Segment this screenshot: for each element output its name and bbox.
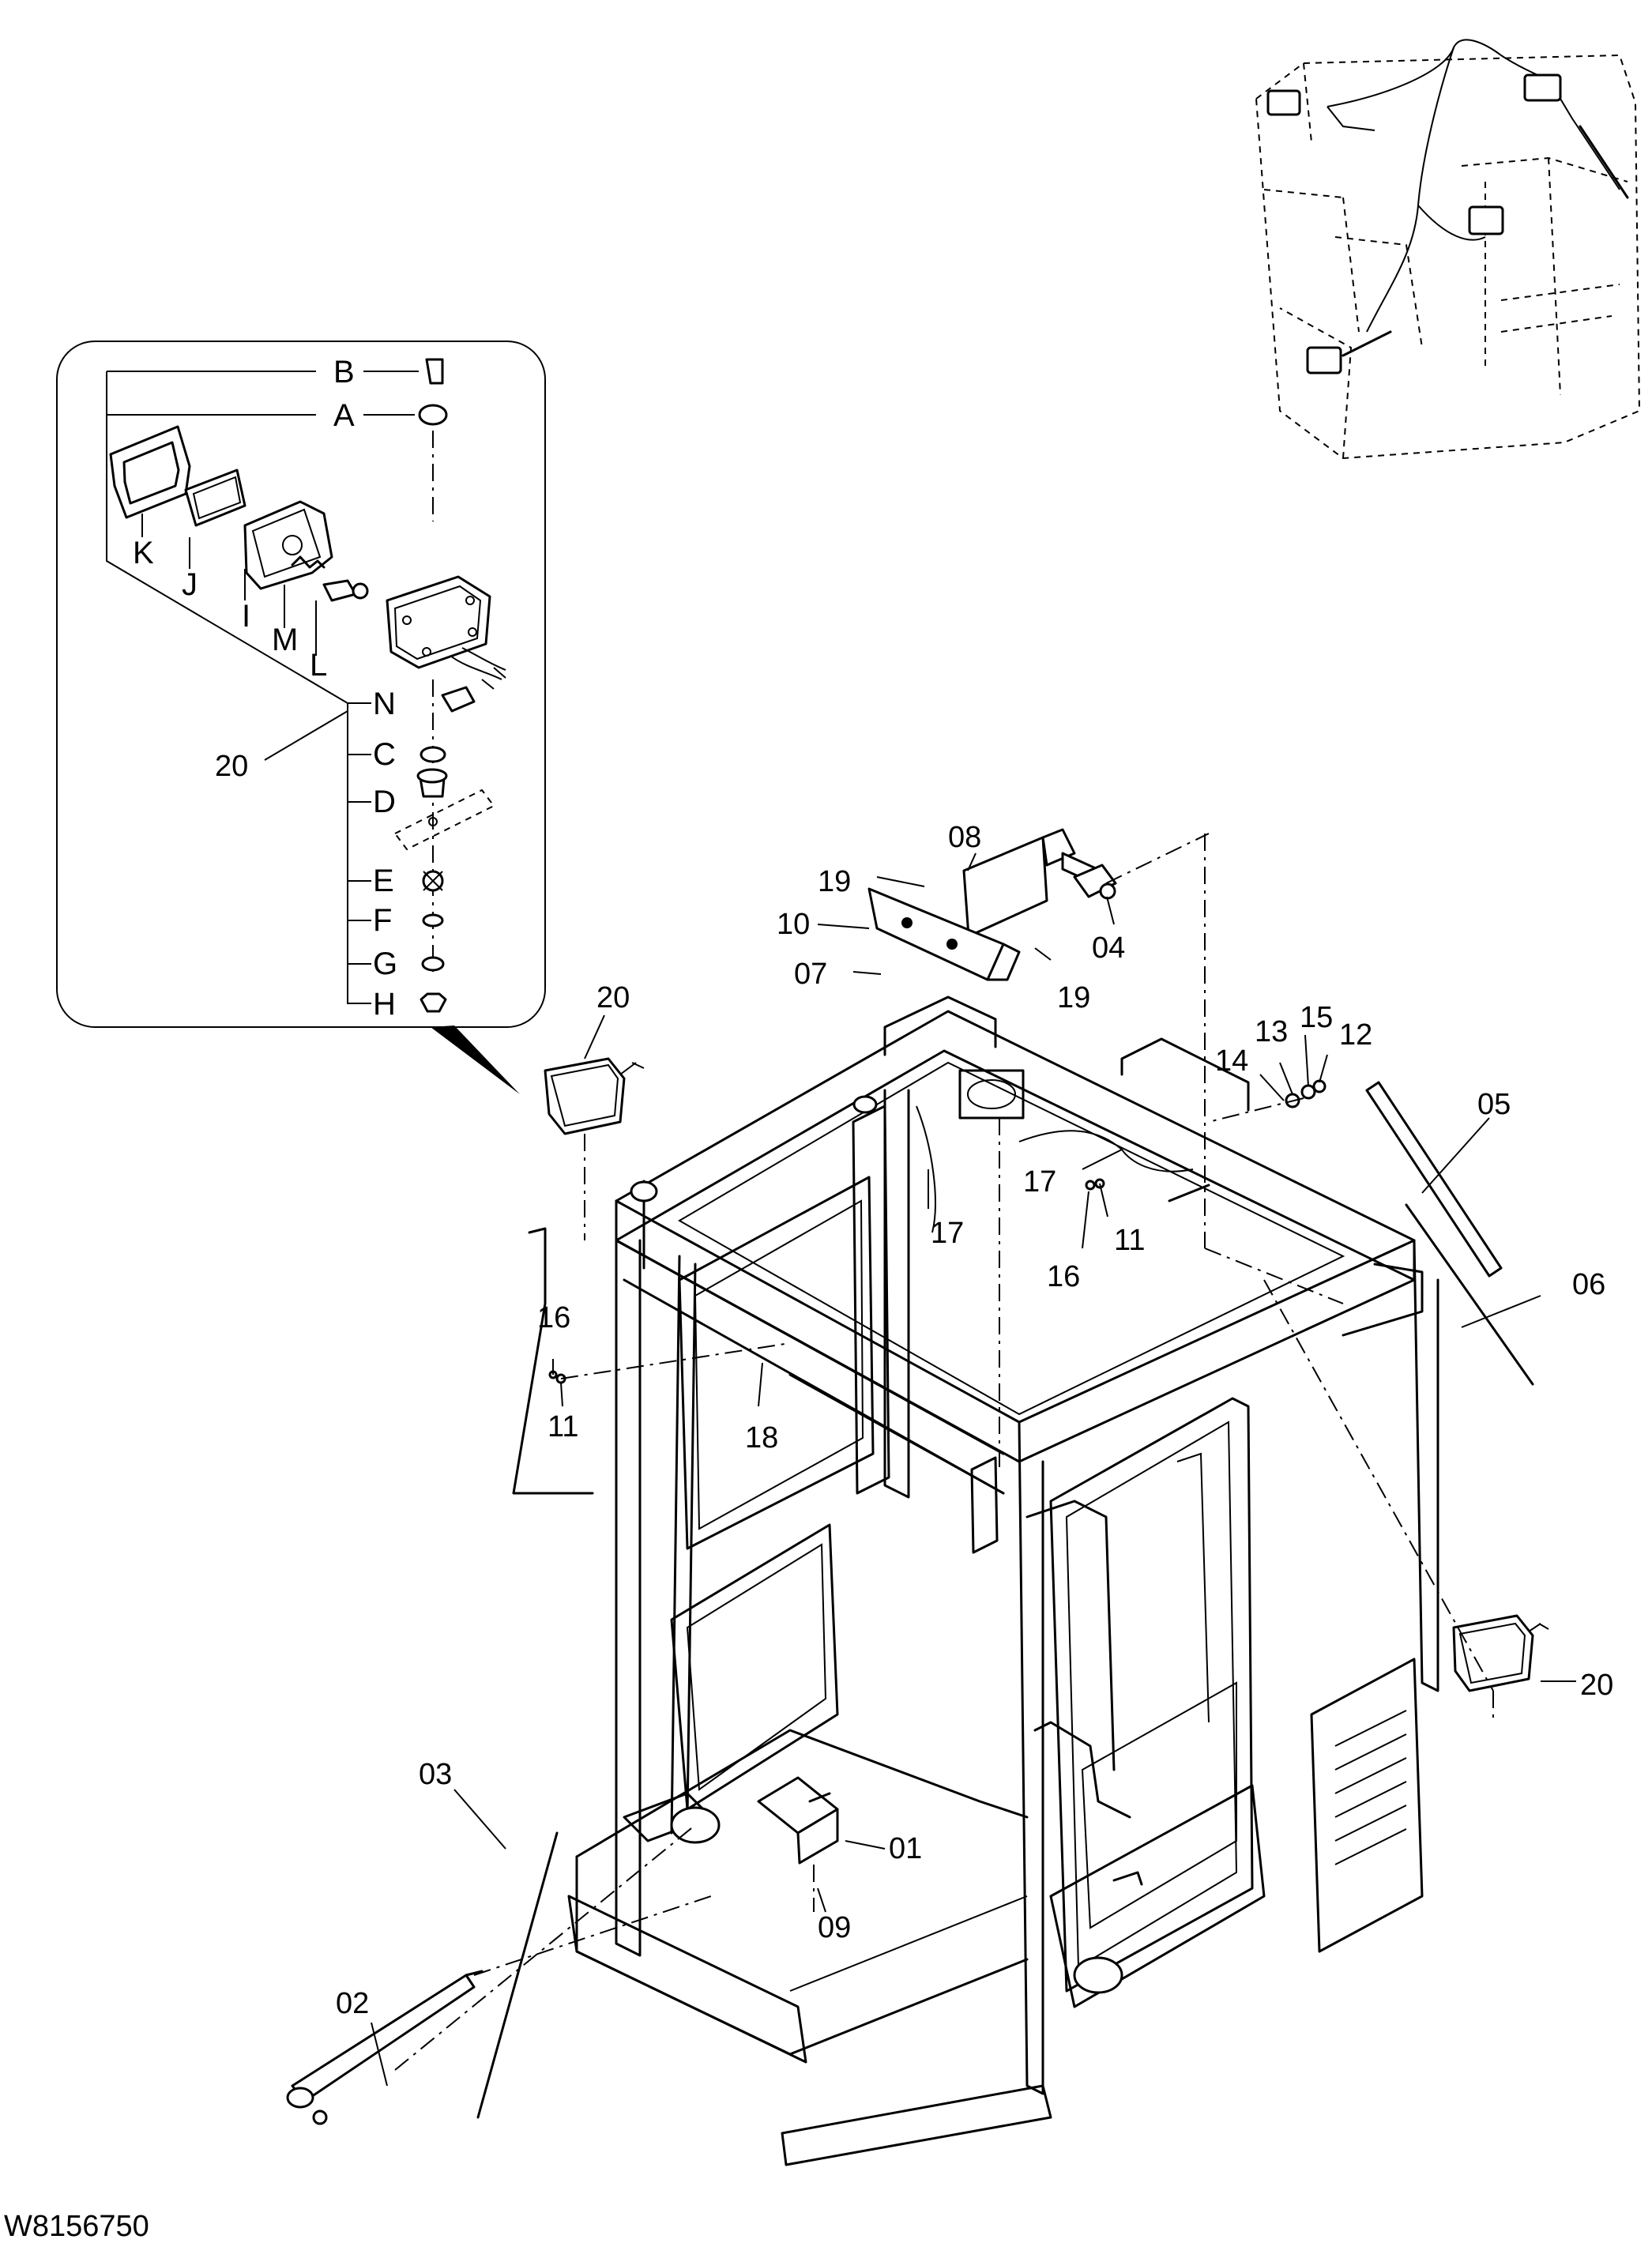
- leader-lines: [371, 852, 1576, 2087]
- detail-inset-frame: [56, 341, 546, 1028]
- callout-09: 09: [818, 1911, 851, 1944]
- callout-20b: 20: [1580, 1669, 1613, 1702]
- callout-11b: 11: [548, 1410, 578, 1443]
- callout-18: 18: [745, 1421, 778, 1455]
- part-06-wiper-blade: [1405, 1203, 1534, 1386]
- bolt-icon: [441, 686, 476, 713]
- lens-icon: [184, 469, 246, 527]
- callout-20a: 20: [596, 981, 630, 1014]
- bulb-icon: [322, 579, 369, 602]
- callout-05: 05: [1477, 1088, 1511, 1121]
- cab-frame: [512, 995, 1439, 2166]
- inset-ref-20: 20: [215, 750, 248, 783]
- detail-inset: B A K J I M L N C D E F G H 20: [56, 341, 546, 1094]
- part-03-wiper-blade: [476, 1831, 559, 2119]
- lamp-housing-icon: [243, 500, 333, 590]
- work-lamp-front-icon: [544, 1057, 645, 1135]
- label-M: M: [272, 623, 298, 657]
- label-C: C: [373, 737, 396, 772]
- label-B: B: [333, 355, 355, 390]
- label-N: N: [373, 687, 396, 721]
- label-J: J: [182, 567, 198, 602]
- callout-01: 01: [889, 1832, 922, 1865]
- label-A: A: [333, 398, 355, 433]
- label-K: K: [133, 536, 154, 570]
- callout-03: 03: [419, 1758, 452, 1791]
- callout-12: 12: [1339, 1018, 1372, 1052]
- part-08-10-bracket-group: [867, 828, 1108, 981]
- label-D: D: [373, 785, 396, 819]
- callout-19b: 19: [1057, 981, 1090, 1014]
- callout-10: 10: [777, 908, 810, 941]
- work-lamp-rear-icon: [1452, 1614, 1549, 1692]
- callout-19a: 19: [818, 865, 851, 898]
- callout-02: 02: [336, 1987, 369, 2020]
- lamp-body-icon: [386, 575, 506, 690]
- callout-11a: 11: [1114, 1224, 1145, 1257]
- part-02-wiper-arm: [286, 1970, 484, 2125]
- gasket-frame-icon: [109, 425, 191, 519]
- locator-view: [1255, 39, 1641, 460]
- callout-08: 08: [948, 821, 981, 854]
- clip-icon: [291, 555, 326, 569]
- label-G: G: [373, 947, 397, 981]
- callout-16a: 16: [1047, 1260, 1080, 1293]
- callout-14: 14: [1215, 1044, 1248, 1078]
- label-L: L: [310, 648, 327, 683]
- label-I: I: [242, 599, 250, 634]
- callout-13: 13: [1255, 1015, 1288, 1048]
- callout-04: 04: [1092, 931, 1125, 965]
- label-F: F: [373, 903, 392, 938]
- callout-06: 06: [1572, 1268, 1605, 1301]
- callout-17b: 17: [1023, 1165, 1056, 1199]
- inset-pointer: [431, 1026, 520, 1094]
- callout-15: 15: [1300, 1001, 1333, 1034]
- callout-17a: 17: [931, 1217, 964, 1250]
- part-01-bracket: [757, 1776, 839, 1865]
- callout-16b: 16: [537, 1301, 570, 1334]
- callout-07: 07: [794, 958, 827, 991]
- drawing-number: W8156750: [4, 2210, 149, 2243]
- label-H: H: [373, 987, 396, 1022]
- label-E: E: [373, 864, 394, 898]
